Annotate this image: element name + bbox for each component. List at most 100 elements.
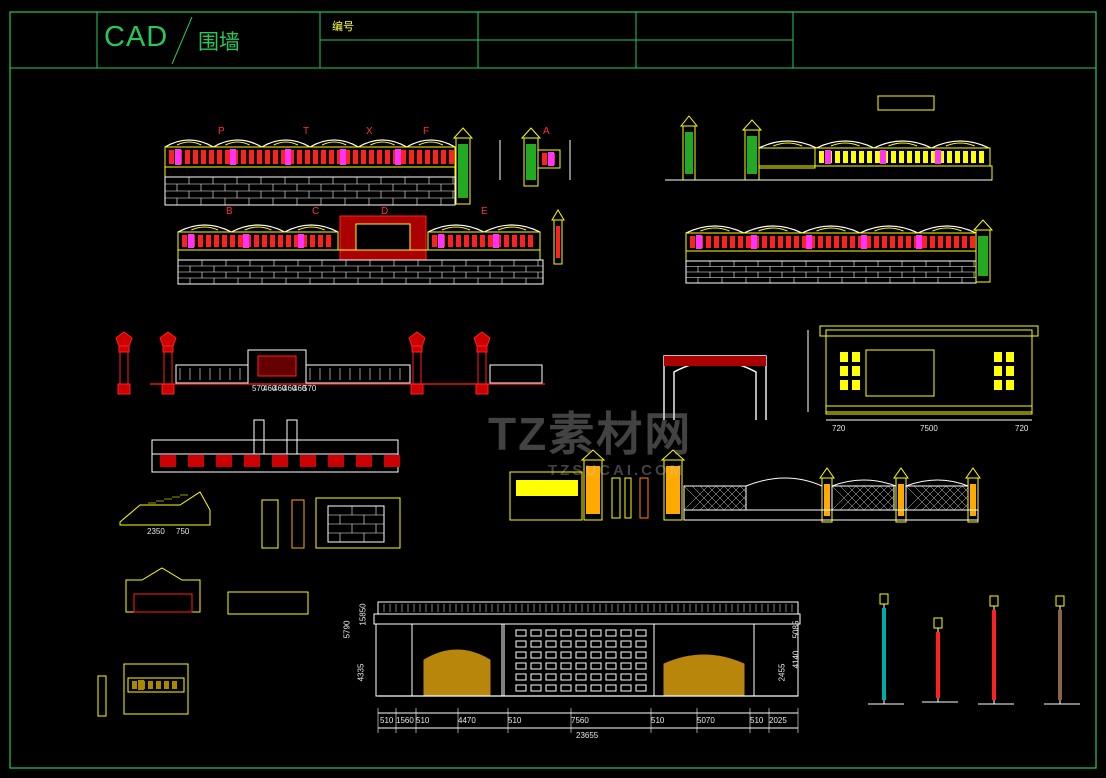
arch-detail [773,142,803,147]
section-label-p: P [218,126,225,137]
baluster [488,235,493,247]
main-elev-wall-tile [515,651,527,659]
baluster [230,235,235,247]
main-elev-wall-tile [620,629,632,637]
arch-detail [370,141,395,146]
pillar-core [978,236,988,276]
baluster [172,681,177,689]
baluster [294,235,299,247]
main-elev-wall-tile [545,662,557,670]
right-fence-wall [758,147,816,169]
lantern-mid [411,345,423,353]
baluster [730,236,735,248]
dim-seg-5: 510 [508,716,522,725]
fence-2-arches [177,224,232,233]
arch-detail [418,141,444,146]
baluster [955,151,960,163]
main-elev-wall-tile [605,684,617,692]
baluster [401,150,406,164]
dim-gate-left: 720 [832,424,846,433]
lantern-2 [159,331,177,347]
main-elev-wall-tile [560,629,572,637]
pillar-cap [893,467,909,479]
accent-block [188,234,194,248]
baluster [802,236,807,248]
baluster [201,150,206,164]
dim-seg-10: 2025 [769,716,787,725]
baluster [169,150,174,164]
accent-block [696,235,702,249]
cad-label: CAD [104,21,169,53]
arch-detail [441,226,471,231]
main-elev-wall-tile [620,684,632,692]
accent-block [880,150,886,164]
arch-detail [225,141,250,146]
gate-building-window [852,380,860,390]
baluster [472,235,477,247]
baluster [305,150,310,164]
small-brick-wall [315,497,401,549]
pillar-core [666,466,680,514]
pillar-core [970,484,976,516]
dim-left-3: 15850 [358,603,368,626]
right-fence-2-cap [685,250,977,262]
pillar-core [685,132,693,174]
right-fence-arches [873,140,932,149]
right-fence-2-arches [743,225,803,234]
white-wall-top [151,439,399,455]
drawing-frame [9,11,1097,769]
baluster [278,235,283,247]
accent-block [916,235,922,249]
main-elev-wall-tile [590,673,602,681]
main-elev-wall-tile [545,684,557,692]
baluster [867,151,872,163]
baluster [938,236,943,248]
white-wall-red-panel [160,455,176,467]
accent-block [395,149,401,165]
main-elev-wall-tile [560,662,572,670]
balustrade-3 [489,364,543,384]
baluster [859,151,864,163]
baluster [156,681,161,689]
right-fence-2-arches [685,225,745,234]
pillar-core [526,144,536,180]
baluster [874,236,879,248]
arch-detail [874,227,904,232]
arch-detail [244,226,272,231]
lantern-base [475,383,489,395]
small-rail-wall [227,591,309,615]
baluster [882,236,887,248]
baluster [528,235,533,247]
fence-2-arches-right [483,224,541,233]
main-elev-wall-tile [605,629,617,637]
arch-detail [888,142,918,147]
baluster [835,151,840,163]
arch-detail [176,141,202,146]
baluster [385,150,390,164]
pillar-cap [580,449,606,461]
baluster [947,151,952,163]
fence-1-cap [164,166,456,178]
baluster [858,236,863,248]
dim-seg-2: 1560 [396,716,414,725]
dim-seg-1: 510 [380,716,394,725]
baluster [321,150,326,164]
baluster [425,150,430,164]
arch-gate-lintel [664,356,766,366]
section-cap [1055,595,1065,607]
main-elev-wall-tile [620,662,632,670]
baluster [270,235,275,247]
arch-detail [700,227,730,232]
main-elev-wall-tile [635,684,647,692]
white-wall-red-panel [244,455,260,467]
gate-building-window [1006,366,1014,376]
accent-block [175,149,181,165]
baluster [432,235,437,247]
gate-building-cornice [819,325,1039,337]
watermark-url: TZSUCAI.COM [548,462,686,479]
dim-gate-mid: 7500 [920,424,938,433]
main-elev-wall-tile [620,673,632,681]
accent-block [243,234,249,248]
arch-detail [321,141,347,146]
